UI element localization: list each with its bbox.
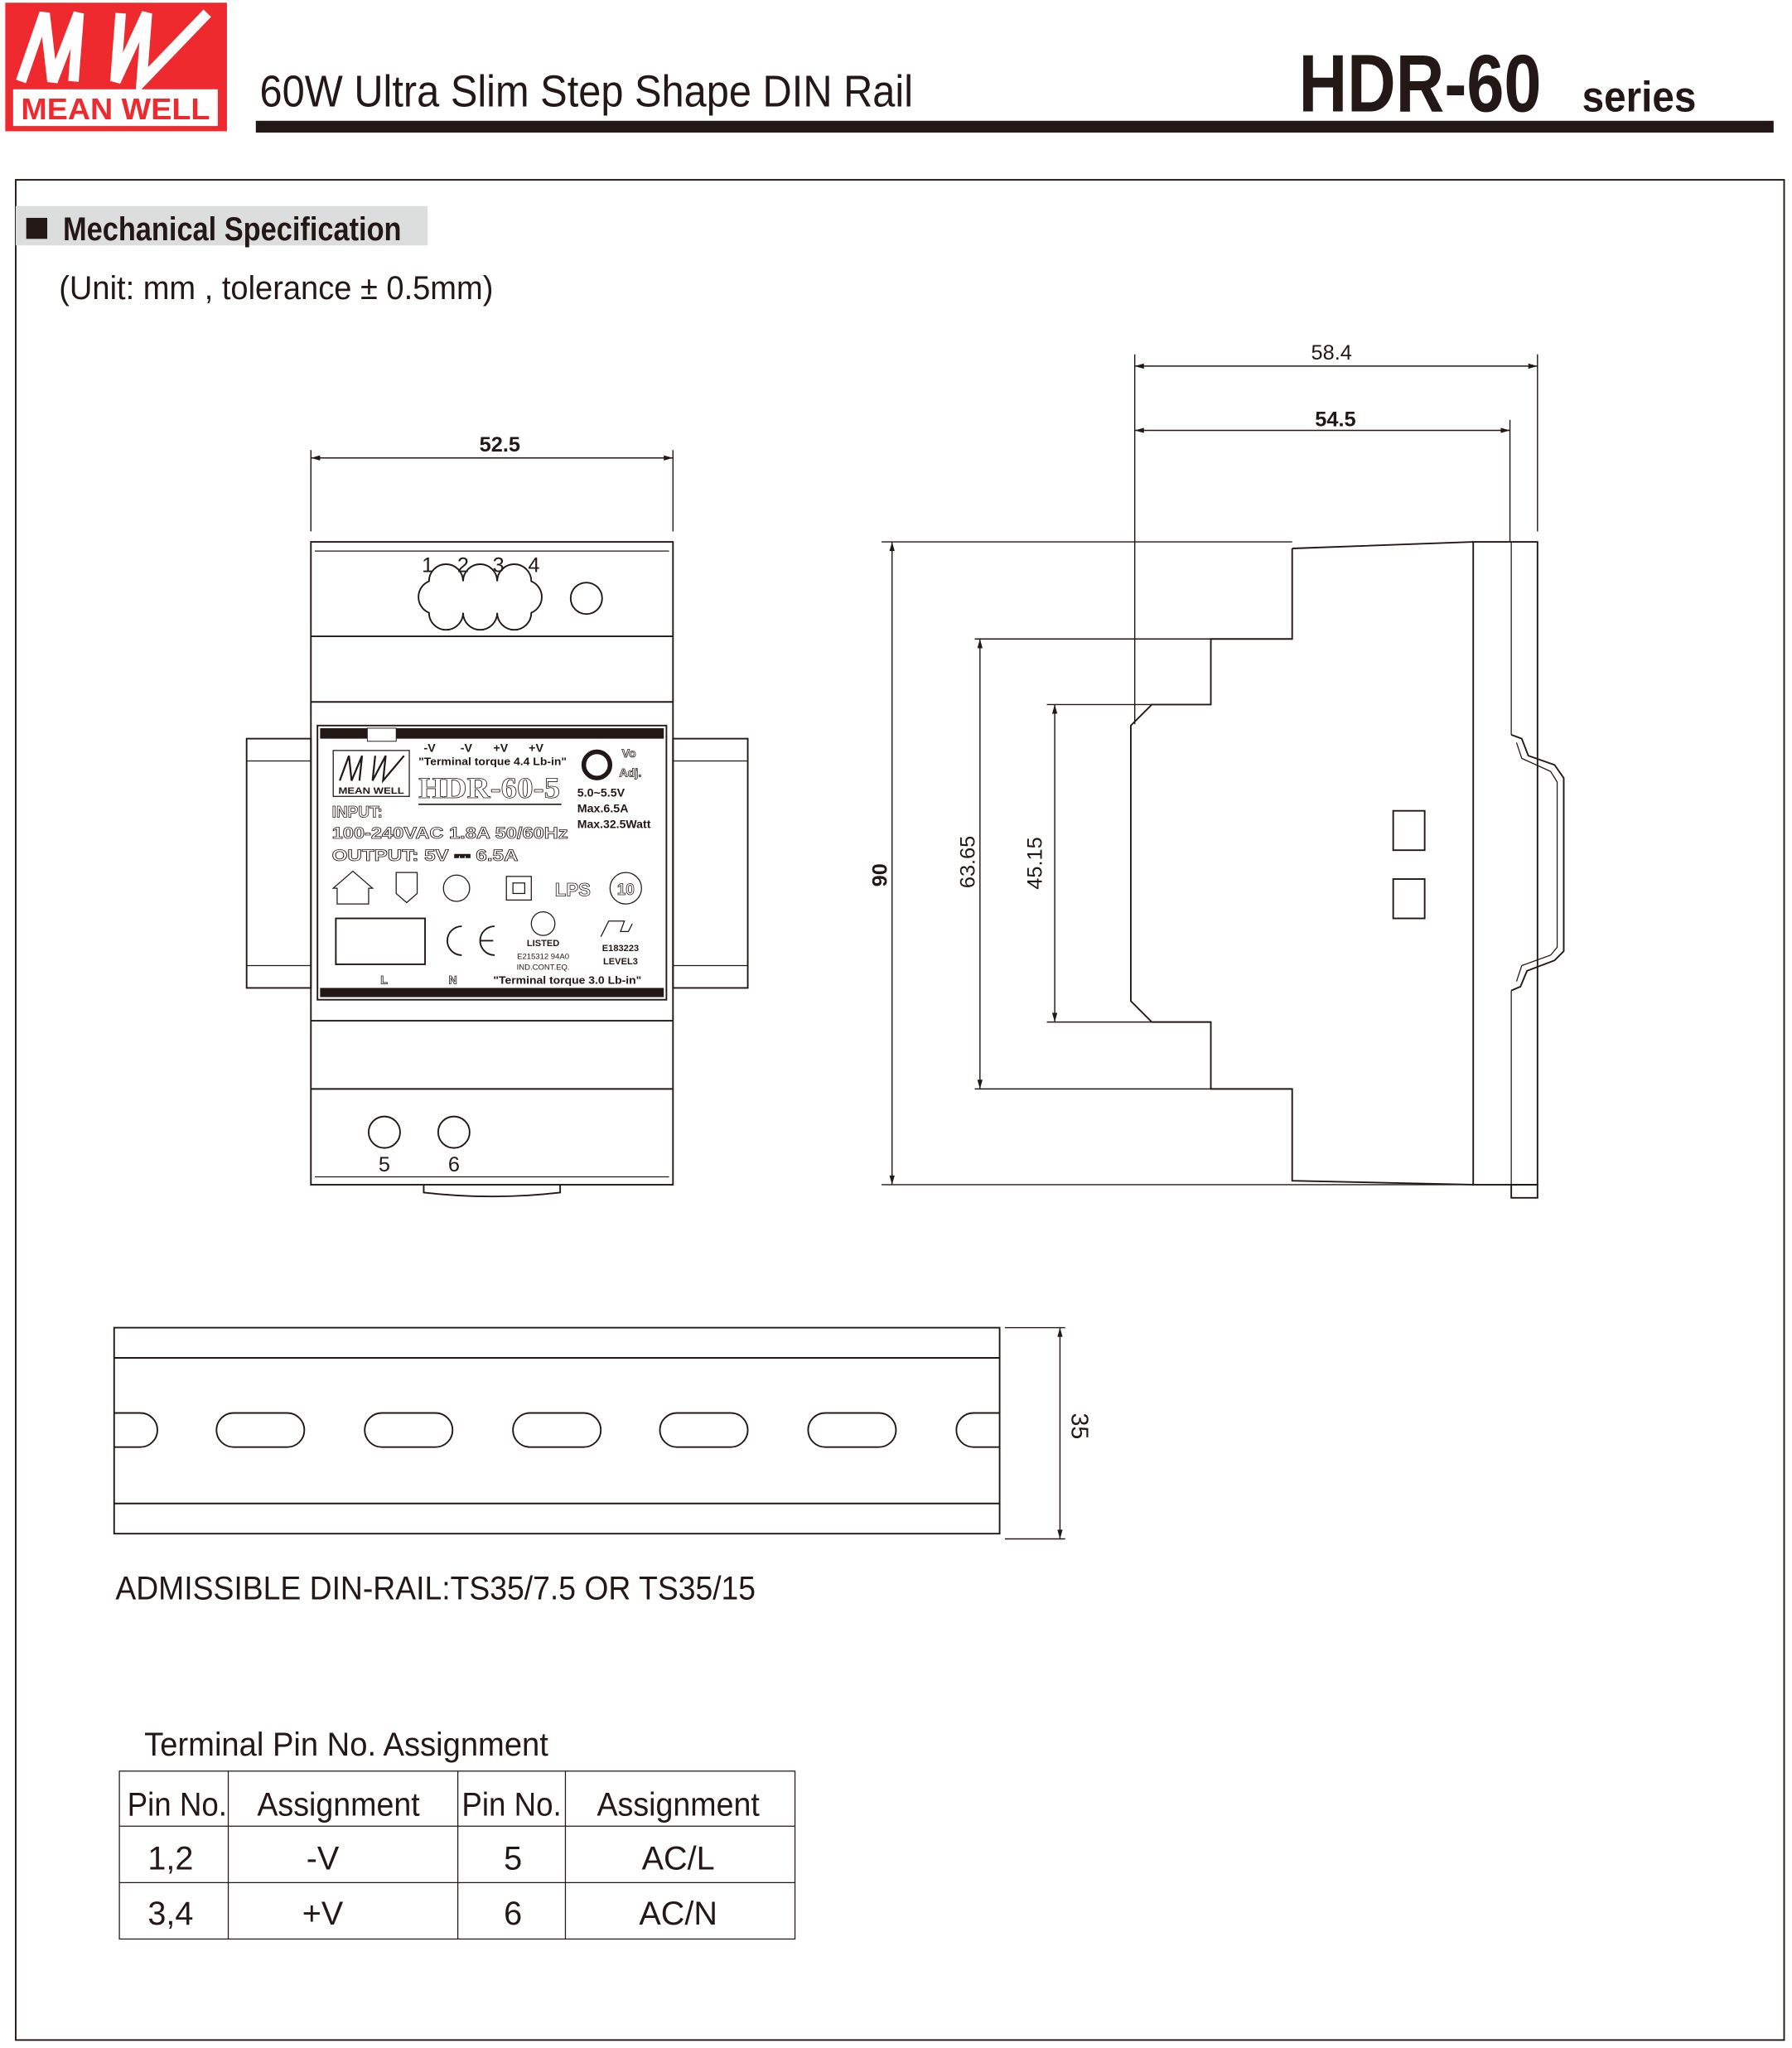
svg-text:Max.32.5Watt: Max.32.5Watt	[577, 818, 651, 831]
svg-text:"Terminal torque 4.4 Lb-in": "Terminal torque 4.4 Lb-in"	[418, 756, 567, 767]
svg-text:-V: -V	[423, 741, 436, 755]
vo-adjust-potentiometer	[581, 749, 613, 780]
pin-2-label: 2	[457, 553, 469, 577]
svg-text:INPUT:: INPUT:	[332, 804, 383, 822]
svg-text:6: 6	[504, 1896, 522, 1932]
svg-text:-V: -V	[307, 1841, 340, 1877]
svg-text:Max.6.5A: Max.6.5A	[577, 802, 629, 815]
class-ii-icon	[505, 876, 532, 901]
pin-6-label: 6	[448, 1153, 460, 1176]
dim-width: 52.5	[480, 433, 520, 456]
content-frame	[15, 179, 1785, 2041]
svg-text:IND.CONT.EQ.: IND.CONT.EQ.	[517, 963, 570, 972]
pin-assignment-table: Pin No. Assignment Pin No. Assignment 1,…	[118, 1770, 796, 1940]
table-row: 3,4 +V 6 AC/N	[147, 1896, 717, 1932]
svg-text:3,4: 3,4	[147, 1896, 193, 1932]
svg-text:MEAN WELL: MEAN WELL	[339, 786, 404, 796]
ce-mark-icon	[447, 925, 495, 956]
svg-text:LEVEL3: LEVEL3	[603, 957, 638, 967]
svg-text:N: N	[449, 974, 457, 988]
table-row: 1,2 -V 5 AC/L	[147, 1841, 714, 1877]
svg-text:100-240VAC 1.8A 50/60Hz: 100-240VAC 1.8A 50/60Hz	[332, 825, 568, 843]
svg-text:MEAN WELL: MEAN WELL	[21, 92, 210, 126]
ul-listed-icon	[530, 910, 556, 936]
lps-mark: LPS	[555, 880, 591, 901]
svg-text:Pin No.: Pin No.	[128, 1787, 227, 1823]
fuse-symbol-icon	[442, 874, 471, 902]
svg-text:Assignment: Assignment	[257, 1787, 419, 1823]
din-rail-drawing: 35	[113, 1326, 1093, 1540]
svg-text:Assignment: Assignment	[597, 1787, 759, 1823]
svg-text:Vo: Vo	[622, 747, 636, 761]
svg-text:5: 5	[504, 1841, 522, 1877]
tuv-mark	[335, 917, 426, 965]
svg-text:AC/L: AC/L	[642, 1841, 715, 1877]
product-subtitle: 60W Ultra Slim Step Shape DIN Rail	[260, 66, 914, 116]
unit-note: (Unit: mm , tolerance ± 0.5mm)	[59, 270, 493, 307]
front-view: 52.5 1 2 3 4 5 6 -V -V +V +V	[245, 433, 749, 1198]
label-mw-logo-mark	[339, 755, 405, 784]
dim-body-depth: 54.5	[1315, 408, 1355, 432]
indoor-use-icon	[331, 870, 374, 905]
mean-well-logo: MEAN WELL	[5, 2, 227, 132]
dim-step2: 45.15	[1023, 837, 1046, 889]
eco-period-icon	[609, 872, 642, 905]
svg-text:Adj.: Adj.	[619, 767, 641, 780]
svg-text:AC/N: AC/N	[639, 1896, 717, 1932]
svg-text:+V: +V	[529, 741, 543, 755]
din-rail-caption: ADMISSIBLE DIN-RAIL:TS35/7.5 OR TS35/15	[115, 1570, 756, 1606]
ur-recognized-icon	[600, 920, 633, 937]
svg-text:Mechanical Specification: Mechanical Specification	[63, 211, 402, 248]
dim-height: 90	[868, 863, 891, 886]
pin-1-label: 1	[422, 553, 433, 577]
section-header: Mechanical Specification	[16, 205, 428, 248]
svg-text:L: L	[380, 974, 388, 988]
model-title: HDR-60	[1299, 38, 1542, 129]
mw-logo-mark	[16, 9, 211, 96]
svg-text:10: 10	[617, 882, 635, 899]
safety-transformer-icon	[395, 872, 418, 904]
svg-text:HDR-60-5: HDR-60-5	[418, 771, 560, 804]
svg-text:Pin No.: Pin No.	[461, 1787, 561, 1823]
svg-text:LISTED: LISTED	[527, 939, 559, 949]
dim-rail-height: 35	[1066, 1413, 1093, 1439]
svg-text:"Terminal torque 3.0 Lb-in": "Terminal torque 3.0 Lb-in"	[493, 975, 641, 987]
svg-text:-V: -V	[461, 741, 473, 755]
svg-text:OUTPUT: 5V ⎓ 6.5A: OUTPUT: 5V ⎓ 6.5A	[332, 848, 519, 865]
svg-text:5.0~5.5V: 5.0~5.5V	[577, 786, 626, 799]
pin-table-title: Terminal Pin No. Assignment	[144, 1727, 548, 1763]
product-label: -V -V +V +V "Terminal torque 4.4 Lb-in" …	[316, 724, 668, 1001]
pin-4-label: 4	[528, 553, 539, 577]
svg-text:E183223: E183223	[602, 944, 639, 954]
series-label: series	[1582, 74, 1697, 122]
header-rule	[255, 120, 1774, 133]
svg-text:+V: +V	[493, 741, 508, 755]
pin-5-label: 5	[379, 1153, 390, 1176]
side-view: 58.4 54.5 90 63.65 45.15	[868, 341, 1565, 1199]
table-header: Pin No. Assignment Pin No. Assignment	[128, 1787, 760, 1823]
svg-text:1,2: 1,2	[147, 1841, 193, 1877]
svg-text:E215312 94A0: E215312 94A0	[517, 953, 569, 962]
dim-overall-depth: 58.4	[1311, 341, 1352, 365]
dim-step1: 63.65	[957, 836, 980, 888]
svg-text:+V: +V	[302, 1896, 344, 1932]
pin-3-label: 3	[493, 553, 505, 577]
